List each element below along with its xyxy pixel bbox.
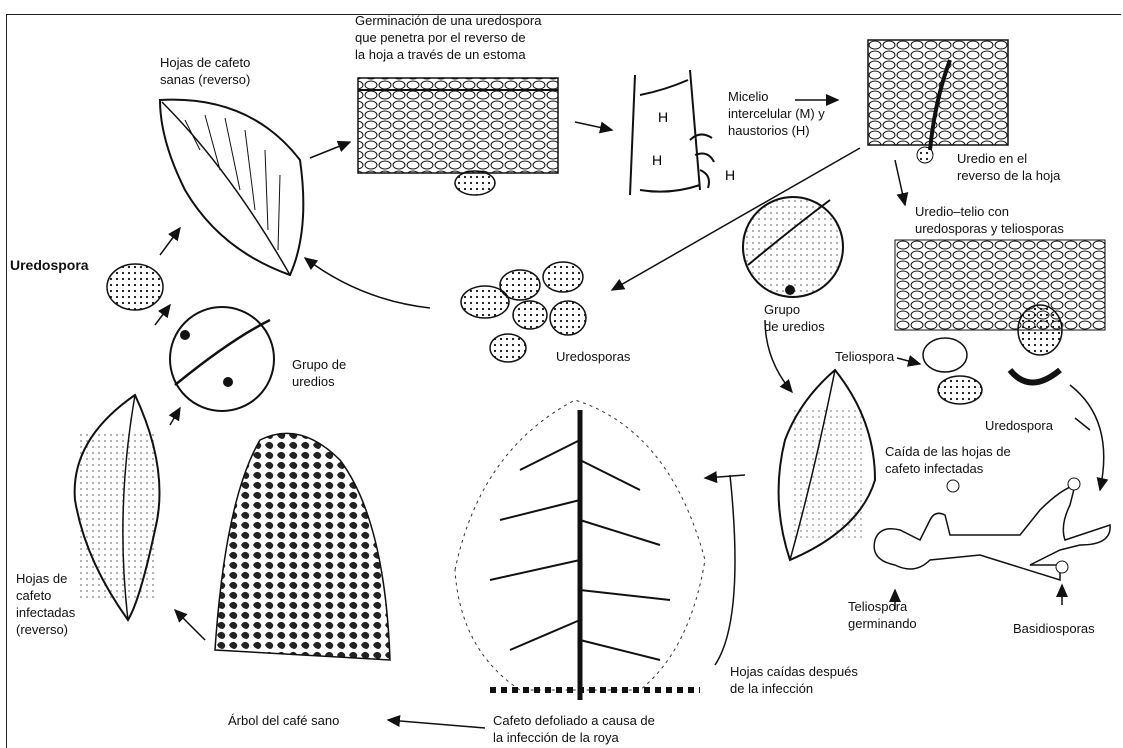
infected-leaves-label: Hojas de cafeto infectadas (reverso) bbox=[16, 570, 75, 638]
teliospore-germinating-label: Teliospora germinando bbox=[848, 598, 917, 632]
defoliated-tree-label: Cafeto defoliado a causa de la infección… bbox=[493, 712, 655, 746]
teliospora-label: Teliospora bbox=[835, 348, 894, 365]
uredospora-right-label: Uredospora bbox=[985, 417, 1053, 434]
healthy-leaf-illustration bbox=[160, 100, 303, 275]
germinating-teliospore-illustration bbox=[874, 478, 1110, 580]
leaf-section-uredium bbox=[868, 40, 1008, 163]
uredium-underside-label: Uredio en el reverso de la hoja bbox=[957, 150, 1060, 184]
uredium-telium-illustration bbox=[895, 240, 1105, 404]
haustorium-mark-2: H bbox=[652, 152, 662, 168]
haustorium-mark-1: H bbox=[658, 109, 668, 125]
germination-label: Germinación de una uredospora que penetr… bbox=[355, 12, 541, 63]
defoliated-coffee-tree bbox=[455, 400, 705, 700]
uredia-group-magnified-right bbox=[743, 197, 843, 297]
healthy-coffee-tree bbox=[215, 433, 390, 660]
uredosporas-label: Uredosporas bbox=[556, 348, 630, 365]
leaf-cross-section-germination bbox=[358, 78, 558, 195]
basidiospores-label: Basidiosporas bbox=[1013, 620, 1095, 637]
haustorium-mark-3: H bbox=[725, 167, 735, 183]
uredia-group-magnified-left bbox=[170, 307, 274, 411]
fallen-infected-leaf-illustration bbox=[779, 370, 875, 560]
mycelium-label: Micelio intercelular (M) y haustorios (H… bbox=[728, 88, 825, 139]
healthy-tree-label: Árbol del café sano bbox=[228, 712, 339, 729]
grupo-uredios-right-label: Grupo de uredios bbox=[764, 301, 825, 335]
mycelium-haustoria-illustration: H H H bbox=[630, 70, 735, 195]
healthy-leaves-label: Hojas de cafeto sanas (reverso) bbox=[160, 54, 250, 88]
grupo-uredios-left-label: Grupo de uredios bbox=[292, 356, 346, 390]
single-uredospore bbox=[107, 264, 163, 310]
infected-leaf-illustration bbox=[75, 395, 160, 620]
uredospores-cluster bbox=[461, 262, 586, 362]
leaves-after-infection-label: Hojas caídas después de la infección bbox=[730, 663, 858, 697]
fallen-leaves-label: Caída de las hojas de cafeto infectadas bbox=[885, 443, 1011, 477]
uredospora-bold-label: Uredospora bbox=[10, 257, 89, 274]
uredium-telium-label: Uredio–telio con uredosporas y teliospor… bbox=[915, 203, 1064, 237]
